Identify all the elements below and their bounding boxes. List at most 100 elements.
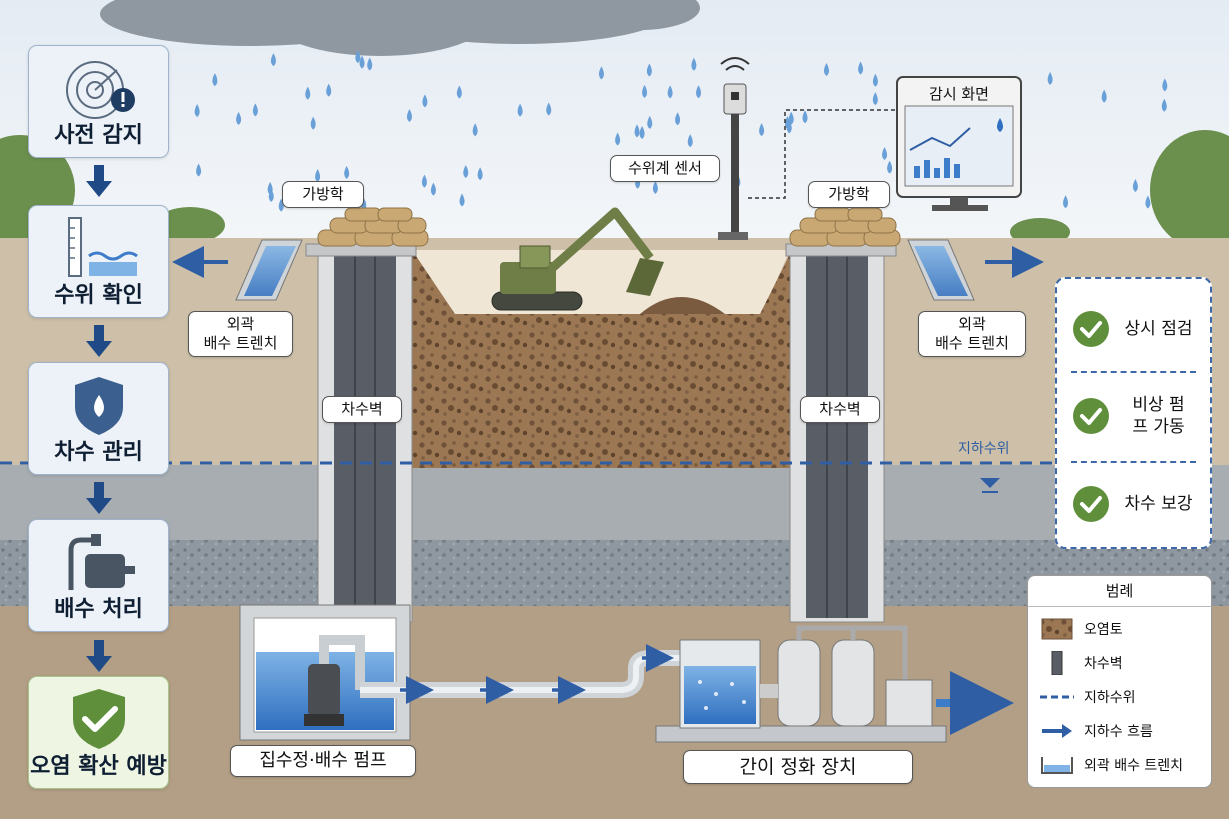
legend-title: 범례 bbox=[1105, 582, 1134, 600]
step-label: 사전 감지 bbox=[54, 123, 143, 148]
step-label: 오염 확산 예방 bbox=[30, 754, 167, 779]
check-circle-icon bbox=[1073, 311, 1109, 347]
contaminated-soil-swatch bbox=[1041, 618, 1073, 640]
legend-item: 오염토 bbox=[1038, 614, 1207, 644]
raindrop bbox=[882, 147, 888, 161]
raindrop bbox=[422, 94, 428, 108]
sensor-label: 수위계 센서 bbox=[610, 155, 720, 182]
legend-item: 지하수 흐름 bbox=[1038, 716, 1207, 746]
raindrop bbox=[456, 85, 462, 99]
raindrop bbox=[421, 174, 427, 188]
cutoff-wall-swatch bbox=[1051, 651, 1063, 675]
raindrop bbox=[667, 85, 673, 99]
raindrop bbox=[517, 103, 523, 117]
raindrop bbox=[802, 110, 808, 124]
raindrop bbox=[642, 84, 648, 98]
pump-icon bbox=[68, 534, 135, 590]
step-label: 배수 처리 bbox=[54, 597, 143, 622]
water-level-icon bbox=[68, 217, 138, 277]
raindrop bbox=[367, 57, 373, 71]
raindrop bbox=[887, 160, 893, 174]
groundwater-symbol bbox=[980, 478, 1000, 493]
flow-arrow-swatch bbox=[1042, 724, 1072, 738]
raindrop bbox=[872, 92, 878, 106]
raindrop bbox=[615, 132, 621, 146]
raindrop bbox=[646, 63, 652, 77]
water-level-sensor bbox=[718, 57, 750, 240]
arrow-down-icon bbox=[86, 640, 112, 672]
raindrop bbox=[359, 55, 365, 69]
legend-item: 지하수위 bbox=[1038, 682, 1207, 712]
raindrop bbox=[652, 180, 658, 194]
checklist-item: 상시 점검 bbox=[1067, 294, 1202, 364]
excavator bbox=[491, 207, 725, 314]
raindrop bbox=[310, 116, 316, 130]
cutoff-wall-left bbox=[317, 249, 413, 623]
raindrop bbox=[639, 125, 645, 139]
arrow-down-icon bbox=[86, 482, 112, 514]
raindrop bbox=[1161, 98, 1167, 112]
raindrop bbox=[1162, 78, 1168, 92]
checklist-item: 비상 펌프 가동 bbox=[1067, 381, 1202, 451]
trench-label-left: 외곽 배수 트렌치 bbox=[188, 311, 293, 357]
raindrop bbox=[647, 115, 653, 129]
raindrop bbox=[1047, 71, 1053, 85]
drainage-trench-left bbox=[235, 239, 303, 301]
raindrop bbox=[326, 83, 332, 97]
step-label: 차수 관리 bbox=[54, 440, 143, 465]
raindrop bbox=[858, 61, 864, 75]
raindrop bbox=[459, 193, 465, 207]
raindrop bbox=[406, 109, 412, 123]
cutoff-wall-right bbox=[789, 249, 885, 623]
sandbags-left bbox=[317, 207, 429, 247]
radar-warning-icon bbox=[66, 61, 135, 119]
raindrop bbox=[546, 102, 552, 116]
check-circle-icon bbox=[1073, 398, 1109, 434]
raindrop bbox=[696, 85, 702, 99]
step-cutoff-management: 차수 관리 bbox=[28, 362, 169, 475]
wall-label-right: 차수벽 bbox=[800, 396, 880, 423]
groundwater-label: 지하수위 bbox=[958, 441, 1010, 457]
legend: 범례 오염토 차수벽 지하수위 지하수 흐름 외곽 배수 트렌치 bbox=[1027, 575, 1212, 788]
raindrop bbox=[463, 164, 469, 178]
step-pre-detection: 사전 감지 bbox=[28, 45, 169, 158]
shield-drop-icon bbox=[75, 377, 123, 435]
sump-pit bbox=[239, 604, 411, 741]
raindrop bbox=[687, 134, 693, 148]
sump-label: 집수정·배수 펌프 bbox=[230, 745, 416, 777]
raindrop bbox=[430, 182, 436, 196]
raindrop bbox=[786, 120, 792, 134]
trench-swatch bbox=[1041, 757, 1073, 774]
raindrop bbox=[477, 167, 483, 181]
step-label: 수위 확인 bbox=[54, 283, 143, 308]
raindrop bbox=[270, 53, 276, 67]
raindrop bbox=[355, 50, 361, 64]
sandbag-label-left: 가방학 bbox=[282, 181, 364, 208]
step-contamination-prevention: 오염 확산 예방 bbox=[28, 676, 169, 789]
rain-cloud bbox=[100, 0, 700, 56]
wall-label-left: 차수벽 bbox=[322, 396, 402, 423]
sandbag-label-right: 가방학 bbox=[808, 181, 890, 208]
shield-check-icon bbox=[73, 689, 125, 749]
monitor-label: 감시 화면 bbox=[929, 85, 989, 103]
arrow-down-icon bbox=[86, 165, 112, 197]
checklist-item: 차수 보강 bbox=[1067, 469, 1202, 539]
arrow-down-icon bbox=[86, 325, 112, 357]
raindrop bbox=[634, 124, 640, 138]
checklist-panel: 상시 점검 비상 펌프 가동 차수 보강 bbox=[1055, 277, 1212, 549]
raindrop bbox=[675, 112, 681, 126]
treatment-unit bbox=[655, 625, 947, 743]
raindrop bbox=[1063, 195, 1069, 209]
step-water-level: 수위 확인 bbox=[28, 205, 169, 318]
trench-label-right: 외곽 배수 트렌치 bbox=[918, 311, 1026, 357]
legend-item: 외곽 배수 트렌치 bbox=[1038, 750, 1207, 780]
raindrop bbox=[196, 163, 202, 177]
monitor-screen bbox=[896, 76, 1022, 211]
raindrop bbox=[788, 111, 794, 125]
raindrop bbox=[344, 165, 350, 179]
raindrop bbox=[212, 73, 218, 87]
raindrop bbox=[598, 66, 604, 80]
raindrop bbox=[691, 57, 697, 71]
raindrop bbox=[872, 73, 878, 87]
